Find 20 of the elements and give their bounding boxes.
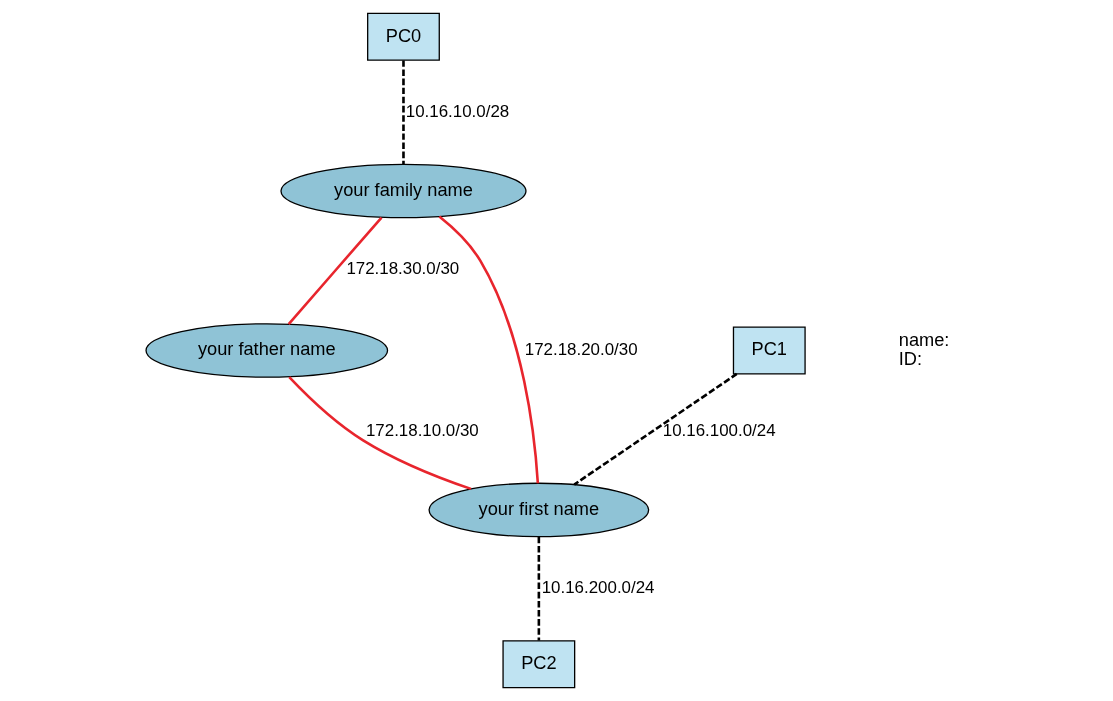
node-box: PC1 bbox=[732, 326, 806, 375]
label: ID: bbox=[898, 349, 922, 370]
connector bbox=[438, 215, 539, 484]
edge-label: 10.16.200.0/24 bbox=[541, 578, 654, 598]
connector bbox=[537, 537, 540, 641]
node-ellipse: your first name bbox=[428, 482, 649, 538]
connector bbox=[287, 376, 471, 491]
label: name: bbox=[898, 329, 949, 350]
edge-label: 172.18.20.0/30 bbox=[524, 339, 638, 359]
edge-label: 10.16.10.0/28 bbox=[405, 101, 509, 121]
edge-label: 10.16.100.0/24 bbox=[662, 420, 776, 440]
node-box: PC0 bbox=[366, 12, 440, 61]
node-ellipse: your family name bbox=[279, 163, 527, 219]
edge-label: 172.18.30.0/30 bbox=[345, 259, 459, 279]
connector bbox=[287, 216, 382, 325]
edge-label: 172.18.10.0/30 bbox=[365, 420, 479, 440]
node-box: PC2 bbox=[501, 640, 575, 689]
node-ellipse: your father name bbox=[144, 323, 388, 378]
connector bbox=[401, 60, 405, 165]
connector bbox=[573, 372, 737, 486]
